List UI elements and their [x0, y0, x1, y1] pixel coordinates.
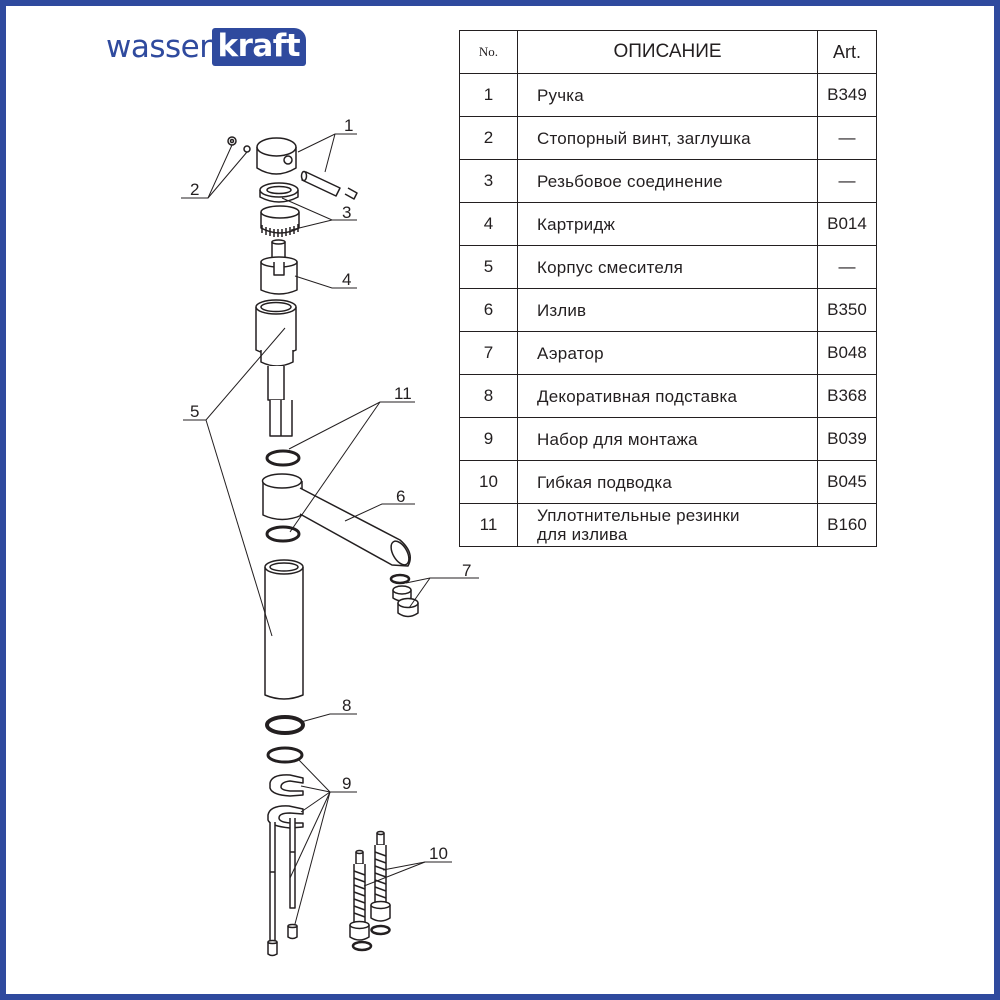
- row-art: B350: [817, 288, 877, 332]
- leader-lines: [181, 133, 479, 925]
- row-no: 5: [459, 245, 518, 289]
- row-no: 9: [459, 417, 518, 461]
- row-art: B349: [817, 73, 877, 117]
- table-row: 8 Декоративная подставка B368: [459, 374, 877, 418]
- row-description: Стопорный винт, заглушка: [517, 116, 818, 160]
- table-row: 3 Резьбовое соединение —: [459, 159, 877, 203]
- row-no: 1: [459, 73, 518, 117]
- row-art: —: [817, 159, 877, 203]
- table-row: 11 Уплотнительные резинки для излива B16…: [459, 503, 877, 547]
- part-flexible-hoses: [349, 830, 391, 952]
- table-row: 10 Гибкая подводка B045: [459, 460, 877, 504]
- row-description: Картридж: [517, 202, 818, 246]
- callout-9: 9: [342, 774, 351, 793]
- header-art: Art.: [817, 30, 877, 74]
- part-set-screw: [227, 136, 251, 153]
- row-description: Декоративная подставка: [517, 374, 818, 418]
- row-no: 2: [459, 116, 518, 160]
- row-description: Резьбовое соединение: [517, 159, 818, 203]
- callout-7: 7: [462, 561, 471, 580]
- callout-10: 10: [429, 844, 448, 863]
- table-row: 5 Корпус смесителя —: [459, 245, 877, 289]
- row-art: B045: [817, 460, 877, 504]
- callout-8: 8: [342, 696, 351, 715]
- part-spout-seals: [265, 449, 301, 543]
- part-spout: [261, 473, 411, 567]
- callout-labels: 1 2 3 4 5 11 6 7 8 9 10: [190, 116, 471, 863]
- row-art: B014: [817, 202, 877, 246]
- part-mounting-kit: [266, 746, 304, 957]
- part-handle: [256, 137, 358, 200]
- row-description: Корпус смесителя: [517, 245, 818, 289]
- row-no: 7: [459, 331, 518, 375]
- row-art: B048: [817, 331, 877, 375]
- row-description: Набор для монтажа: [517, 417, 818, 461]
- callout-1: 1: [344, 116, 353, 135]
- table-row: 2 Стопорный винт, заглушка —: [459, 116, 877, 160]
- row-description: Уплотнительные резинки для излива: [517, 503, 818, 547]
- part-threaded-connection: [259, 182, 300, 237]
- table-row: 7 Аэратор B048: [459, 331, 877, 375]
- row-no: 8: [459, 374, 518, 418]
- parts-table: No. ОПИСАНИЕ Art. 1 Ручка B349 2 Стопорн…: [459, 30, 877, 547]
- row-description: Гибкая подводка: [517, 460, 818, 504]
- callout-2: 2: [190, 180, 199, 199]
- row-no: 6: [459, 288, 518, 332]
- brand-logo-part1: wasser: [106, 29, 212, 65]
- row-no: 10: [459, 460, 518, 504]
- part-aerator: [389, 573, 419, 618]
- callout-6: 6: [396, 487, 405, 506]
- part-decorative-base: [265, 715, 305, 735]
- callout-3: 3: [342, 203, 351, 222]
- header-no: No.: [459, 30, 518, 74]
- callout-11: 11: [394, 384, 412, 403]
- row-art: B368: [817, 374, 877, 418]
- table-row: 1 Ручка B349: [459, 73, 877, 117]
- row-no: 11: [459, 503, 518, 547]
- part-cartridge: [260, 239, 298, 295]
- row-description: Аэратор: [517, 331, 818, 375]
- brand-logo-part2: kraft: [212, 28, 307, 66]
- callout-4: 4: [342, 270, 351, 289]
- row-art: —: [817, 116, 877, 160]
- row-art: B160: [817, 503, 877, 547]
- header-description: ОПИСАНИЕ: [517, 30, 818, 74]
- row-art: —: [817, 245, 877, 289]
- row-art: B039: [817, 417, 877, 461]
- table-row: 6 Излив B350: [459, 288, 877, 332]
- row-no: 4: [459, 202, 518, 246]
- callout-5: 5: [190, 402, 199, 421]
- part-faucet-body: [255, 299, 304, 700]
- table-row: 9 Набор для монтажа B039: [459, 417, 877, 461]
- row-no: 3: [459, 159, 518, 203]
- table-row: 4 Картридж B014: [459, 202, 877, 246]
- row-description: Ручка: [517, 73, 818, 117]
- parts-table-header: No. ОПИСАНИЕ Art.: [459, 30, 877, 74]
- row-description: Излив: [517, 288, 818, 332]
